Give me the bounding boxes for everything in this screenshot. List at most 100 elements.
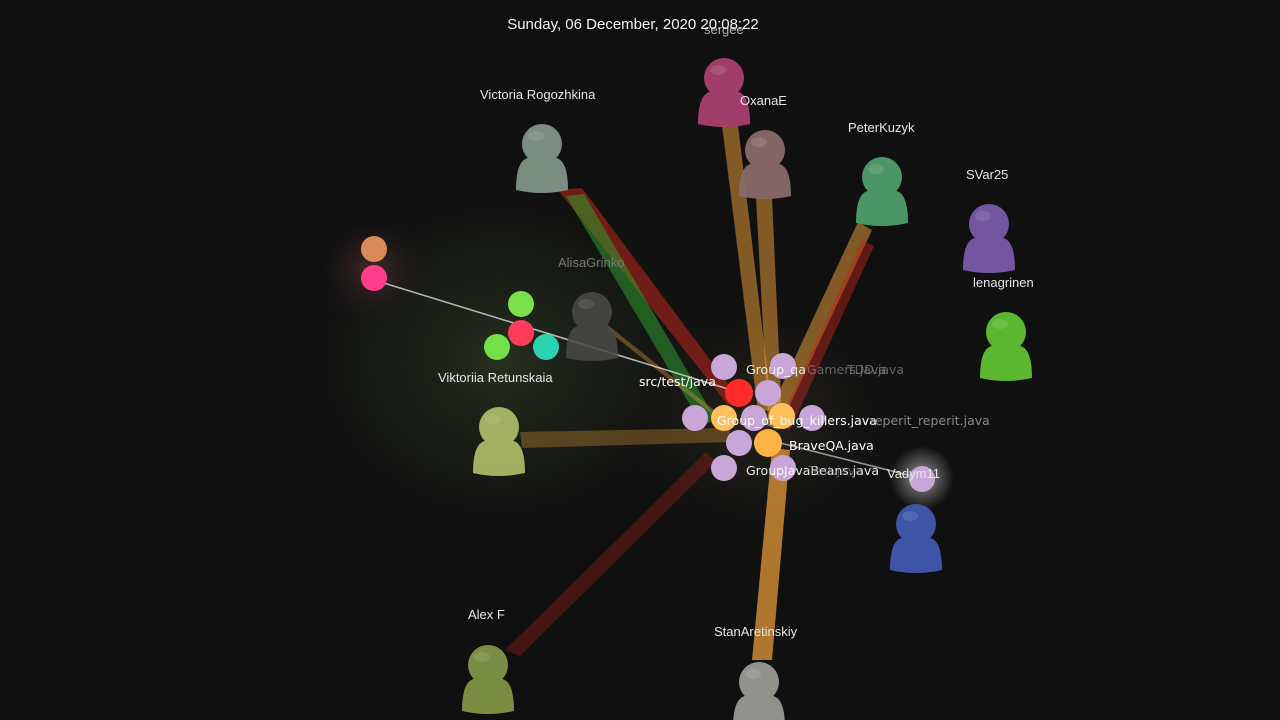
label-java-beans: GroupJavaBeans.java <box>746 463 879 478</box>
user-label-vadym: Vadym11 <box>887 466 940 481</box>
file-node-c9[interactable] <box>726 430 752 456</box>
user-avatar-lenagrinen[interactable] <box>980 312 1032 381</box>
action-beams <box>505 125 874 660</box>
user-avatar-viktoriia[interactable] <box>473 407 525 476</box>
file-node-c2[interactable] <box>770 353 796 379</box>
beam-stan-orange <box>752 448 790 660</box>
label-tdd: TDD.java <box>846 362 904 377</box>
timestamp: Sunday, 06 December, 2020 20:08:22 <box>507 16 759 33</box>
beam-alisa-orange <box>604 322 720 420</box>
beam-peter-orange <box>764 222 872 430</box>
person-body-icon <box>890 537 942 573</box>
person-body-icon <box>739 163 791 199</box>
person-head-icon <box>986 312 1026 352</box>
person-highlight <box>710 65 726 75</box>
tree-edges <box>373 279 921 479</box>
user-label-alisa: AlisaGrinko <box>558 255 624 270</box>
person-body-icon <box>733 695 785 720</box>
person-head-icon <box>704 58 744 98</box>
file-node-active-red[interactable] <box>725 379 753 407</box>
label-brave-qa: BraveQA.java <box>789 438 874 453</box>
user-avatar-vadym[interactable] <box>890 504 942 573</box>
user-label-victoria: Victoria Rogozhkina <box>480 87 596 102</box>
user-labels: sergee OxanaE Victoria Rogozhkina PeterK… <box>438 22 1034 639</box>
person-head-icon <box>896 504 936 544</box>
person-highlight <box>528 131 544 141</box>
person-highlight <box>745 669 761 679</box>
file-node-c3[interactable] <box>755 380 781 406</box>
label-reperit: reperit_reperit.java <box>870 413 990 428</box>
file-labels: src/test/java Group_qa Gamers.java TDD.j… <box>639 362 990 478</box>
user-avatar-alex[interactable] <box>462 645 514 714</box>
user-avatar-alisa[interactable] <box>566 292 618 361</box>
label-bug-killers: Group_of_bug_killers.java <box>717 413 877 428</box>
person-head-icon <box>862 157 902 197</box>
user-label-sergee: sergee <box>704 22 744 37</box>
person-body-icon <box>566 325 618 361</box>
person-highlight <box>992 319 1008 329</box>
person-highlight <box>868 164 884 174</box>
person-head-icon <box>522 124 562 164</box>
user-avatar-sergee[interactable] <box>698 58 750 127</box>
user-label-oxana: OxanaE <box>740 93 787 108</box>
person-highlight <box>902 511 918 521</box>
user-label-stan: StanAretinskiy <box>714 624 798 639</box>
person-head-icon <box>468 645 508 685</box>
label-test-java: Test.java <box>807 463 863 478</box>
file-node-c5[interactable] <box>711 405 737 431</box>
beam-viktoriia-orange <box>520 428 730 448</box>
user-avatar-svar[interactable] <box>963 204 1015 273</box>
user-avatar-victoria_r[interactable] <box>516 124 568 193</box>
person-body-icon <box>698 91 750 127</box>
person-body-icon <box>856 190 908 226</box>
user-label-svar: SVar25 <box>966 167 1008 182</box>
file-nodes <box>361 236 935 492</box>
beam-victoria-green <box>566 194 716 425</box>
user-label-peter: PeterKuzyk <box>848 120 915 135</box>
file-node-teal[interactable] <box>533 334 559 360</box>
label-src-test-java: src/test/java <box>639 374 716 389</box>
user-label-lenagrinen: lenagrinen <box>973 275 1034 290</box>
file-node-c1[interactable] <box>711 354 737 380</box>
beam-peter-red <box>778 240 874 430</box>
person-highlight <box>474 652 490 662</box>
label-group-qa: Group_qa <box>746 362 806 377</box>
person-body-icon <box>462 678 514 714</box>
person-highlight <box>578 299 594 309</box>
file-node-green-left[interactable] <box>484 334 510 360</box>
person-body-icon <box>473 440 525 476</box>
person-highlight <box>975 211 991 221</box>
users <box>462 58 1032 720</box>
user-avatar-peter[interactable] <box>856 157 908 226</box>
person-body-icon <box>516 157 568 193</box>
file-node-c7[interactable] <box>769 403 795 429</box>
file-node-vadym[interactable] <box>909 466 935 492</box>
file-node-green-top[interactable] <box>508 291 534 317</box>
person-head-icon <box>969 204 1009 244</box>
file-node-c12[interactable] <box>770 455 796 481</box>
user-label-alex: Alex F <box>468 607 505 622</box>
user-label-viktoriia: Viktoriia Retunskaia <box>438 370 553 385</box>
file-node-c8[interactable] <box>799 405 825 431</box>
edge-root-to-center <box>373 279 739 393</box>
file-node-red[interactable] <box>508 320 534 346</box>
person-head-icon <box>479 407 519 447</box>
user-avatar-stan[interactable] <box>733 662 785 720</box>
file-node-pink[interactable] <box>361 265 387 291</box>
beam-sergee-orange <box>722 125 772 412</box>
beam-alex-red <box>505 452 716 656</box>
file-node-c11[interactable] <box>711 455 737 481</box>
person-body-icon <box>980 345 1032 381</box>
label-gamers: Gamers.java <box>807 362 886 377</box>
file-node-orange-top[interactable] <box>361 236 387 262</box>
file-node-c4[interactable] <box>682 405 708 431</box>
user-avatar-oxana[interactable] <box>739 130 791 199</box>
file-node-c10[interactable] <box>754 429 782 457</box>
person-head-icon <box>572 292 612 332</box>
person-highlight <box>485 414 501 424</box>
file-node-c6[interactable] <box>741 405 767 431</box>
edge-center-to-vadym <box>767 439 921 479</box>
person-highlight <box>751 137 767 147</box>
